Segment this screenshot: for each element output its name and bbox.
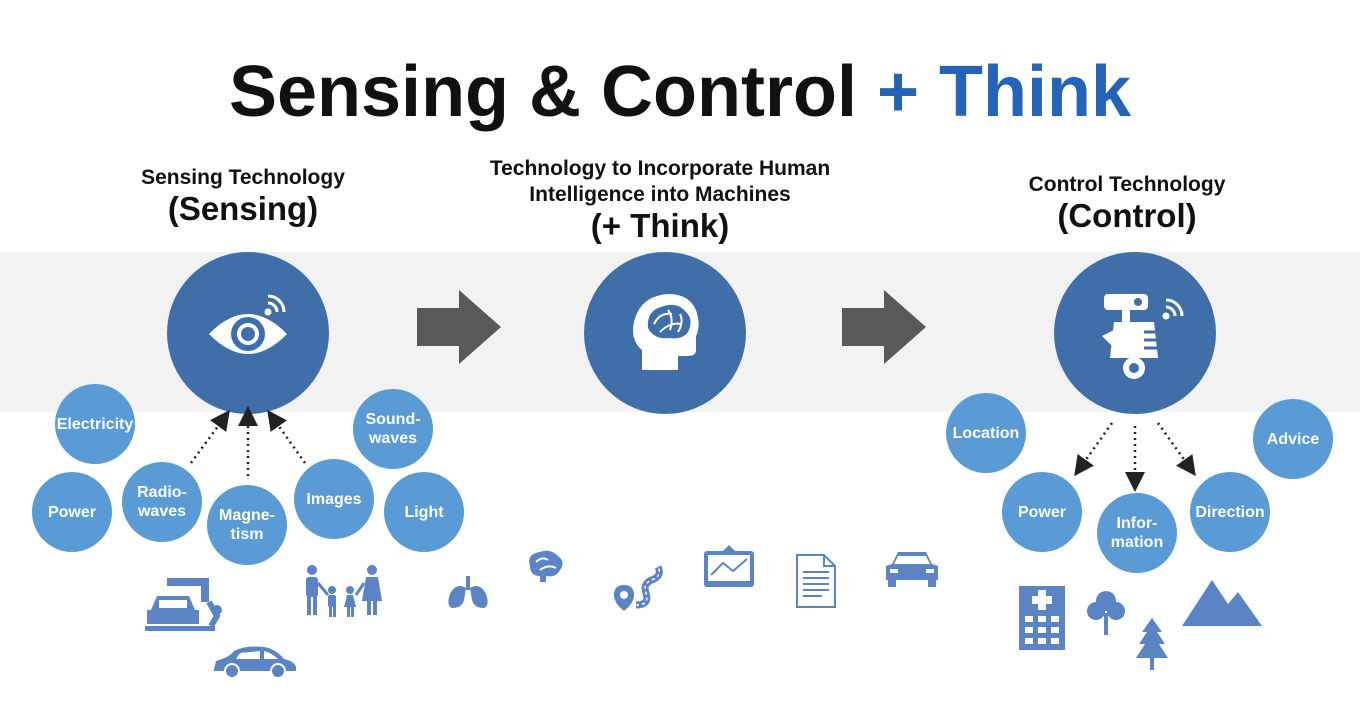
think-heading: Technology to Incorporate Human Intellig… [450,156,870,244]
output-power: Power [1002,472,1082,552]
flow-arrow-1 [417,290,501,364]
eye-wireless-icon [209,294,287,354]
route-pin-icon [614,565,663,611]
connector-power-out [1074,422,1114,477]
document-icon [796,554,836,608]
control-heading-main: (Control) [1057,197,1197,234]
sensing-heading: Sensing Technology (Sensing) [113,165,373,227]
tree-icon [1087,591,1125,635]
think-heading-sub-1: Technology to Incorporate Human [489,157,831,180]
control-circle [1054,252,1216,414]
title-main: Sensing & Control [228,52,857,132]
mountain-icon [1182,580,1262,626]
think-heading-main: (+ Think) [590,207,730,244]
connector-images [267,409,307,464]
page-title: Sensing & Control + Think [0,52,1360,132]
lungs-icon [448,576,488,608]
input-radiowaves: Radio- waves [122,462,202,542]
input-images: Images [294,459,374,539]
sensing-circle [167,252,329,414]
sensing-heading-main: (Sensing) [167,190,319,227]
output-location: Location [946,393,1026,473]
map-screen-icon [704,545,754,587]
input-soundwaves: Sound- waves [353,389,433,469]
output-information: Infor- mation [1097,493,1177,573]
flow-arrow-2 [842,290,926,364]
input-magnetism: Magne- tism [207,485,287,565]
car-icon [214,646,296,679]
connector-direction-out [1156,422,1196,477]
think-heading-sub-2: Intelligence into Machines [529,183,791,206]
output-direction: Direction [1190,472,1270,552]
pine-tree-icon [1136,618,1168,670]
sensing-heading-sub: Sensing Technology [141,166,345,189]
robot-wireless-icon [1102,294,1184,379]
output-advice: Advice [1253,399,1333,479]
title-accent: + Think [876,52,1132,132]
input-light: Light [384,472,464,552]
car-factory-robot-icon [145,578,222,631]
head-brain-icon [633,294,699,370]
control-heading: Control Technology (Control) [997,172,1257,234]
input-electricity: Electricity [55,384,135,464]
control-heading-sub: Control Technology [1028,173,1226,196]
car-front-icon [886,552,938,587]
think-circle [584,252,746,414]
brain-icon [529,550,563,582]
hospital-building-icon [1019,586,1065,650]
input-power: Power [32,472,112,552]
connector-radiowaves [189,409,230,464]
family-icon [306,565,382,617]
